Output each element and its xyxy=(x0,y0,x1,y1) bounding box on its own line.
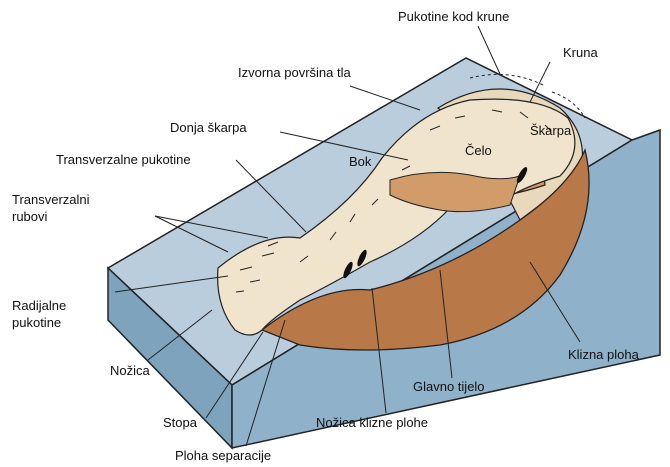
label-transverzalne-pukotine: Transverzalne pukotine xyxy=(56,151,191,168)
label-bok: Bok xyxy=(349,153,371,170)
label-stopa: Stopa xyxy=(163,414,197,431)
label-izvorna-povrsina-tla: Izvorna površina tla xyxy=(238,64,351,81)
label-ploha-separacije: Ploha separacije xyxy=(175,447,271,464)
label-donja-skarpa: Donja škarpa xyxy=(170,119,247,136)
label-radijalne-pukotine: Radijalne pukotine xyxy=(12,297,66,331)
label-pukotine-kod-krune: Pukotine kod krune xyxy=(398,8,509,25)
label-nozica-klizne-plohe: Nožica klizne plohe xyxy=(316,414,428,431)
label-celo: Čelo xyxy=(465,142,492,159)
label-kruna: Kruna xyxy=(563,44,598,61)
label-klizna-ploha: Klizna ploha xyxy=(568,346,639,363)
label-transverzalni-rubovi: Transverzalni rubovi xyxy=(12,191,90,225)
label-skarpa: Škarpa xyxy=(530,122,571,139)
label-nozica: Nožica xyxy=(110,362,150,379)
label-glavno-tijelo: Glavno tijelo xyxy=(413,378,485,395)
